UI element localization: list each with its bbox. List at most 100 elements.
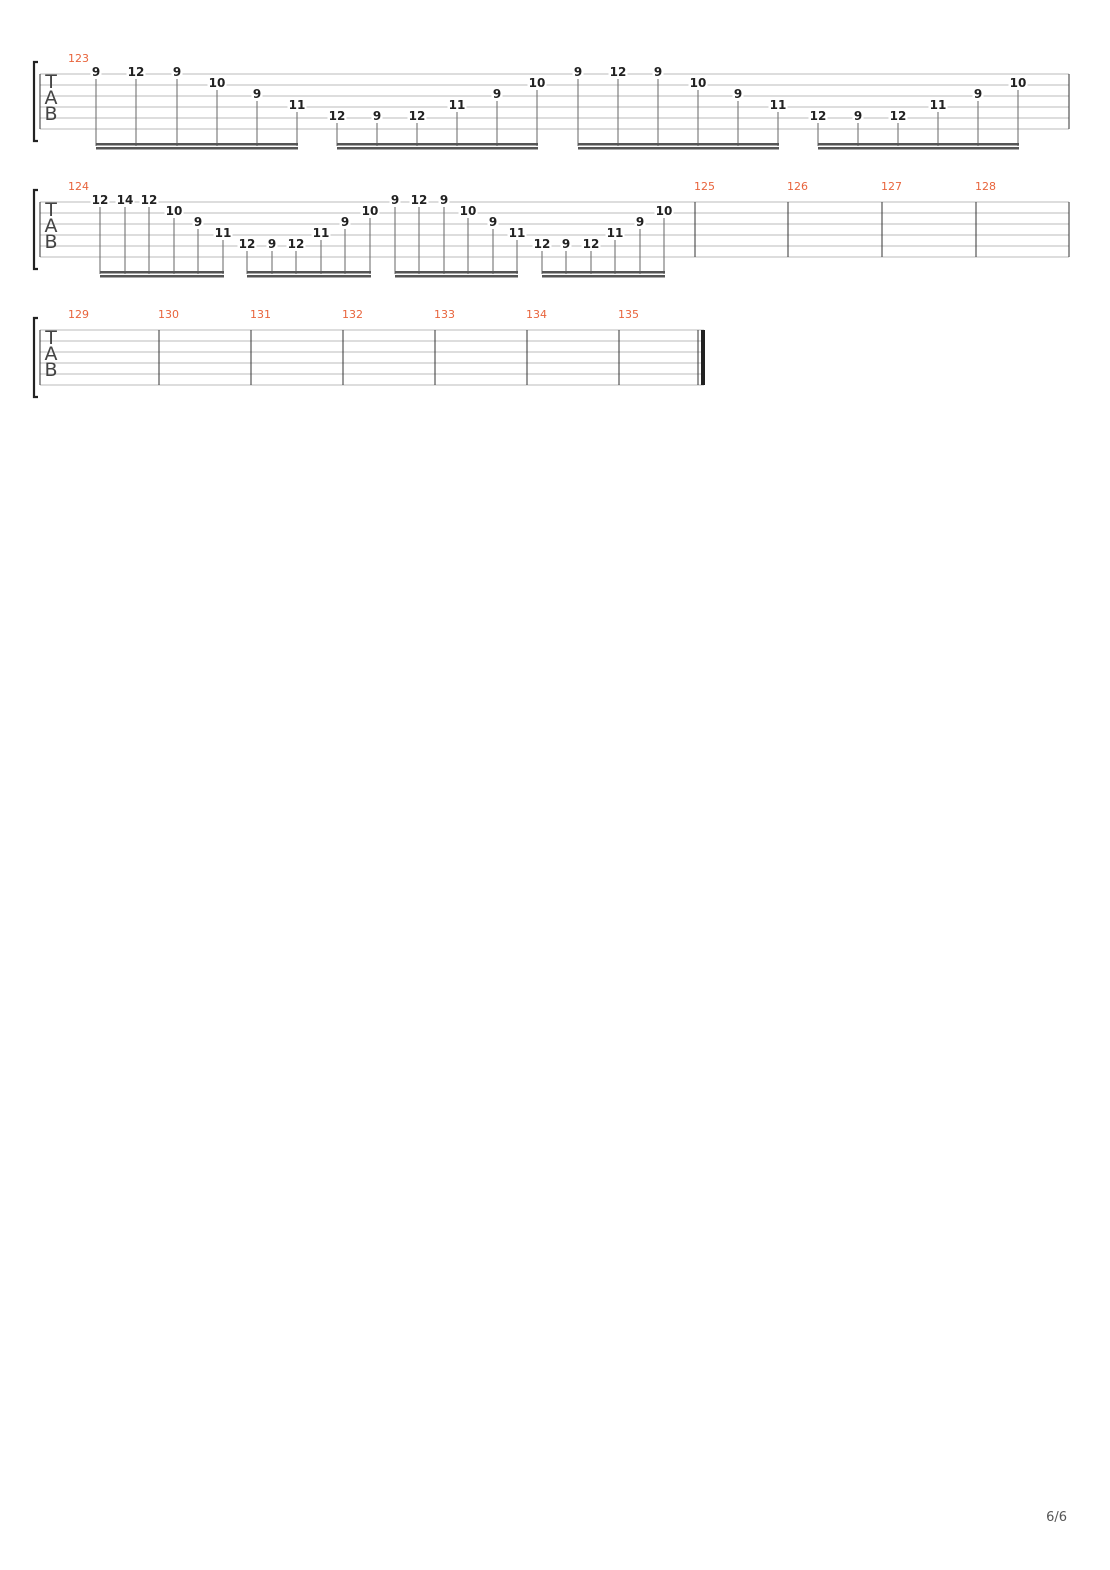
- measure-number: 129: [68, 308, 89, 321]
- fret-bg: [164, 205, 184, 216]
- measure-number: 126: [787, 180, 808, 193]
- fret-bg: [605, 227, 625, 238]
- fret-bg: [90, 66, 102, 77]
- fret-bg: [213, 227, 233, 238]
- fret-number: 12: [128, 65, 145, 79]
- fret-number: 9: [341, 215, 349, 229]
- fret-bg: [634, 216, 646, 227]
- tab-clef-letter: A: [45, 215, 58, 237]
- fret-number: 11: [215, 226, 232, 240]
- fret-number: 9: [562, 237, 570, 251]
- fret-bg: [371, 110, 383, 121]
- fret-number: 12: [610, 65, 627, 79]
- tab-clef-letter: T: [44, 327, 57, 349]
- page-number: 6/6: [1046, 1510, 1067, 1525]
- fret-number: 12: [890, 109, 907, 123]
- fret-bg: [732, 88, 744, 99]
- beam-secondary: [542, 275, 665, 278]
- fret-bg: [237, 238, 257, 249]
- fret-bg: [115, 194, 135, 205]
- fret-number: 11: [449, 98, 466, 112]
- fret-number: 12: [288, 237, 305, 251]
- fret-bg: [207, 77, 227, 88]
- fret-bg: [491, 88, 503, 99]
- fret-number: 9: [92, 65, 100, 79]
- fret-number: 9: [636, 215, 644, 229]
- fret-number: 9: [854, 109, 862, 123]
- fret-number: 12: [411, 193, 428, 207]
- fret-number: 10: [690, 76, 707, 90]
- fret-bg: [652, 66, 664, 77]
- fret-number: 10: [362, 204, 379, 218]
- fret-bg: [389, 194, 401, 205]
- fret-number: 12: [329, 109, 346, 123]
- fret-bg: [972, 88, 984, 99]
- fret-bg: [688, 77, 708, 88]
- fret-number: 12: [239, 237, 256, 251]
- measure-number: 123: [68, 52, 89, 65]
- fret-number: 10: [460, 204, 477, 218]
- beam-secondary: [337, 147, 538, 150]
- fret-number: 9: [489, 215, 497, 229]
- fret-bg: [407, 110, 427, 121]
- system-bracket: [32, 60, 38, 143]
- fret-bg: [560, 238, 572, 249]
- measure-number: 132: [342, 308, 363, 321]
- beam-primary: [818, 143, 1019, 146]
- fret-number: 11: [289, 98, 306, 112]
- measure-number: 134: [526, 308, 547, 321]
- fret-number: 12: [583, 237, 600, 251]
- beam-secondary: [395, 275, 518, 278]
- fret-number: 9: [373, 109, 381, 123]
- fret-bg: [126, 66, 146, 77]
- fret-bg: [458, 205, 478, 216]
- fret-bg: [286, 238, 306, 249]
- fret-bg: [311, 227, 331, 238]
- tab-clef-letter: B: [44, 103, 57, 125]
- beam-primary: [96, 143, 298, 146]
- fret-bg: [654, 205, 674, 216]
- fret-bg: [251, 88, 263, 99]
- fret-number: 10: [529, 76, 546, 90]
- fret-bg: [572, 66, 584, 77]
- beam-secondary: [247, 275, 371, 278]
- measure-number: 127: [881, 180, 902, 193]
- fret-number: 10: [1010, 76, 1027, 90]
- fret-number: 11: [607, 226, 624, 240]
- beam-primary: [578, 143, 779, 146]
- fret-number: 11: [509, 226, 526, 240]
- fret-bg: [608, 66, 628, 77]
- fret-number: 14: [117, 193, 134, 207]
- measure-number: 124: [68, 180, 89, 193]
- fret-number: 11: [930, 98, 947, 112]
- fret-number: 12: [534, 237, 551, 251]
- fret-number: 12: [409, 109, 426, 123]
- fret-number: 11: [313, 226, 330, 240]
- fret-number: 9: [734, 87, 742, 101]
- fret-number: 11: [770, 98, 787, 112]
- tab-clef-letter: T: [44, 71, 57, 93]
- fret-number: 9: [194, 215, 202, 229]
- fret-bg: [487, 216, 499, 227]
- tab-clef-letter: B: [44, 359, 57, 381]
- tab-clef-letter: A: [45, 87, 58, 109]
- beam-secondary: [818, 147, 1019, 150]
- fret-bg: [888, 110, 908, 121]
- fret-bg: [852, 110, 864, 121]
- fret-number: 9: [268, 237, 276, 251]
- fret-bg: [928, 99, 948, 110]
- measure-number: 125: [694, 180, 715, 193]
- fret-number: 10: [166, 204, 183, 218]
- beam-primary: [337, 143, 538, 146]
- fret-bg: [507, 227, 527, 238]
- fret-number: 9: [173, 65, 181, 79]
- measure-number: 133: [434, 308, 455, 321]
- system-bracket: [32, 316, 38, 399]
- fret-bg: [438, 194, 450, 205]
- beam-primary: [395, 271, 518, 274]
- measure-number: 130: [158, 308, 179, 321]
- measure-number: 131: [250, 308, 271, 321]
- tab-clef-letter: B: [44, 231, 57, 253]
